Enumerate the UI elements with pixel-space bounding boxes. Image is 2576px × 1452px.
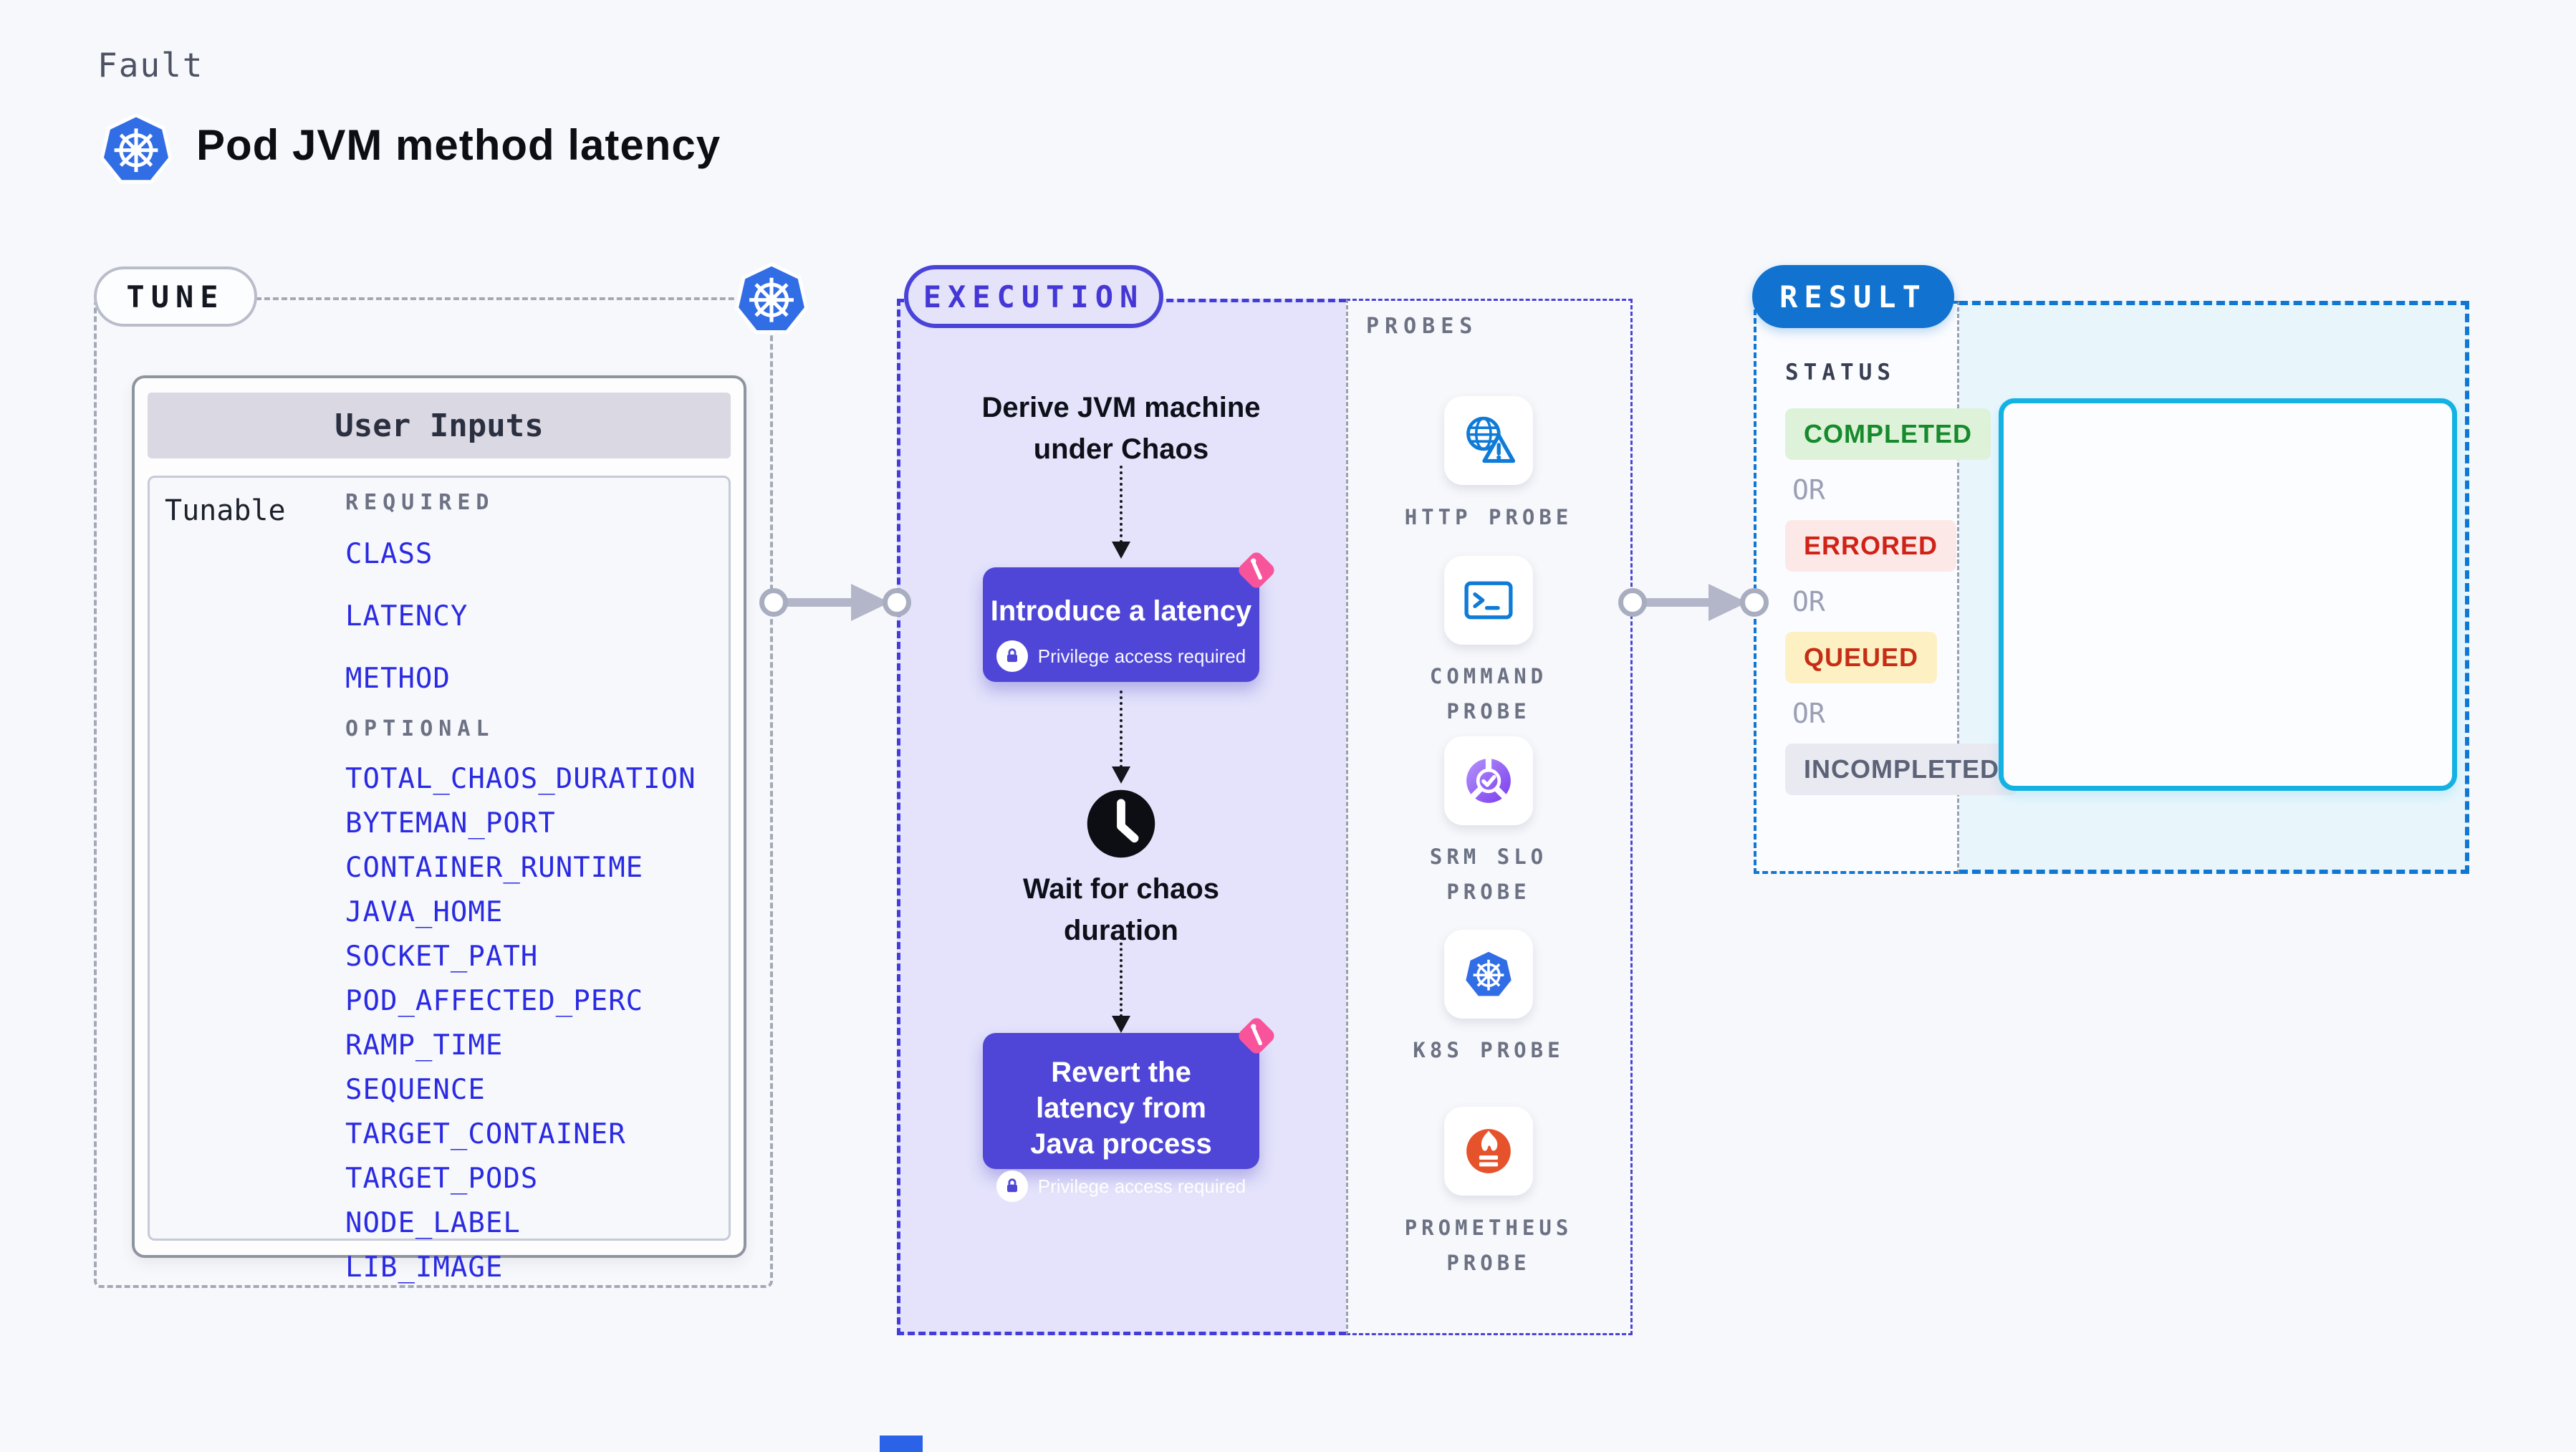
- cropped-blue-element: [880, 1436, 923, 1452]
- tunable-row-label: Tunable: [165, 494, 286, 527]
- param-link[interactable]: CONTAINER_RUNTIME: [345, 852, 644, 884]
- lock-icon: [996, 1170, 1028, 1202]
- tunable-params-panel: [148, 476, 731, 1241]
- probe-label: HTTP PROBE: [1404, 505, 1573, 529]
- execution-badge: EXECUTION: [904, 265, 1163, 328]
- probe-card: [1444, 556, 1533, 645]
- params-list: REQUIRED CLASS LATENCY METHOD OPTIONAL T…: [345, 490, 718, 1296]
- tune-section: [94, 297, 773, 1288]
- clock-icon: [1087, 789, 1155, 858]
- param-link[interactable]: TOTAL_CHAOS_DURATION: [345, 763, 696, 795]
- or-label: OR: [1792, 698, 1825, 729]
- probe-card: [1444, 736, 1533, 825]
- flow-arrow: [1618, 584, 1769, 621]
- tune-badge: TUNE: [94, 266, 257, 327]
- flow-arrow-down: [1112, 937, 1130, 1033]
- param-link[interactable]: BYTEMAN_PORT: [345, 807, 556, 840]
- user-inputs-title: User Inputs: [148, 393, 731, 458]
- status-badge-queued: QUEUED: [1785, 632, 1938, 683]
- revert-latency-step[interactable]: Revert the latency from Java process Pri…: [983, 1033, 1259, 1202]
- probe-label: PROMETHEUS PROBE: [1404, 1216, 1573, 1276]
- probe-label: SRM SLO PROBE: [1429, 845, 1548, 905]
- step-title: Introduce a latency: [990, 595, 1252, 627]
- param-link[interactable]: POD_AFFECTED_PERC: [345, 985, 644, 1017]
- privilege-note: Privilege access required: [1037, 1175, 1246, 1197]
- flow-arrow: [759, 584, 911, 621]
- param-link[interactable]: CLASS: [345, 538, 433, 570]
- status-badge-incompleted: INCOMPLETED: [1785, 744, 2019, 795]
- probe-label: K8S PROBE: [1413, 1038, 1565, 1062]
- slo-gauge-icon: [1466, 756, 1511, 803]
- param-link[interactable]: SEQUENCE: [345, 1074, 486, 1106]
- probe-card: [1444, 1107, 1533, 1196]
- probes-section: [1346, 299, 1633, 1335]
- param-link[interactable]: LATENCY: [345, 600, 468, 633]
- param-link[interactable]: TARGET_CONTAINER: [345, 1118, 626, 1150]
- probe-label: COMMAND PROBE: [1429, 664, 1548, 724]
- status-badge-errored: ERRORED: [1785, 520, 1957, 572]
- step-title: Revert the latency from Java process: [1030, 1057, 1212, 1160]
- page-title: Pod JVM method latency: [196, 121, 721, 169]
- probe-card: [1444, 930, 1533, 1019]
- optional-label: OPTIONAL: [345, 716, 495, 741]
- param-link[interactable]: RAMP_TIME: [345, 1029, 504, 1062]
- lock-icon: [996, 640, 1028, 672]
- kubernetes-icon: [97, 109, 175, 189]
- required-label: REQUIRED: [345, 490, 495, 515]
- flow-arrow-down: [1112, 466, 1130, 559]
- or-label: OR: [1792, 474, 1825, 506]
- prometheus-icon: [1466, 1129, 1511, 1173]
- status-badge-completed: COMPLETED: [1785, 408, 1991, 460]
- inject-latency-step[interactable]: Introduce a latency Privilege access req…: [983, 567, 1259, 682]
- globe-alert-icon: [1466, 416, 1516, 463]
- probes-heading: PROBES: [1366, 314, 1479, 339]
- param-link[interactable]: NODE_LABEL: [345, 1207, 521, 1239]
- param-link[interactable]: JAVA_HOME: [345, 896, 504, 928]
- chaos-burst-icon: [1232, 546, 1281, 595]
- probe-card: [1444, 396, 1533, 485]
- fault-eyebrow: Fault: [97, 46, 204, 85]
- param-link[interactable]: SOCKET_PATH: [345, 941, 539, 973]
- param-link[interactable]: LIB_IMAGE: [345, 1251, 504, 1284]
- privilege-note: Privilege access required: [1037, 645, 1246, 667]
- status-list: COMPLETED OR ERRORED OR QUEUED OR INCOMP…: [1785, 408, 2019, 795]
- kubernetes-icon: [1463, 948, 1514, 999]
- derive-step-label: Derive JVM machine under Chaos: [981, 392, 1261, 465]
- param-link[interactable]: METHOD: [345, 663, 451, 695]
- param-link[interactable]: TARGET_PODS: [345, 1163, 539, 1195]
- kubernetes-icon: [732, 258, 811, 340]
- status-heading: STATUS: [1785, 360, 1895, 385]
- flow-arrow-down: [1112, 691, 1130, 784]
- chaos-burst-icon: [1232, 1011, 1281, 1060]
- result-badge: RESULT: [1752, 265, 1954, 328]
- or-label: OR: [1792, 586, 1825, 617]
- output-card: [1999, 398, 2457, 791]
- terminal-icon: [1464, 581, 1513, 620]
